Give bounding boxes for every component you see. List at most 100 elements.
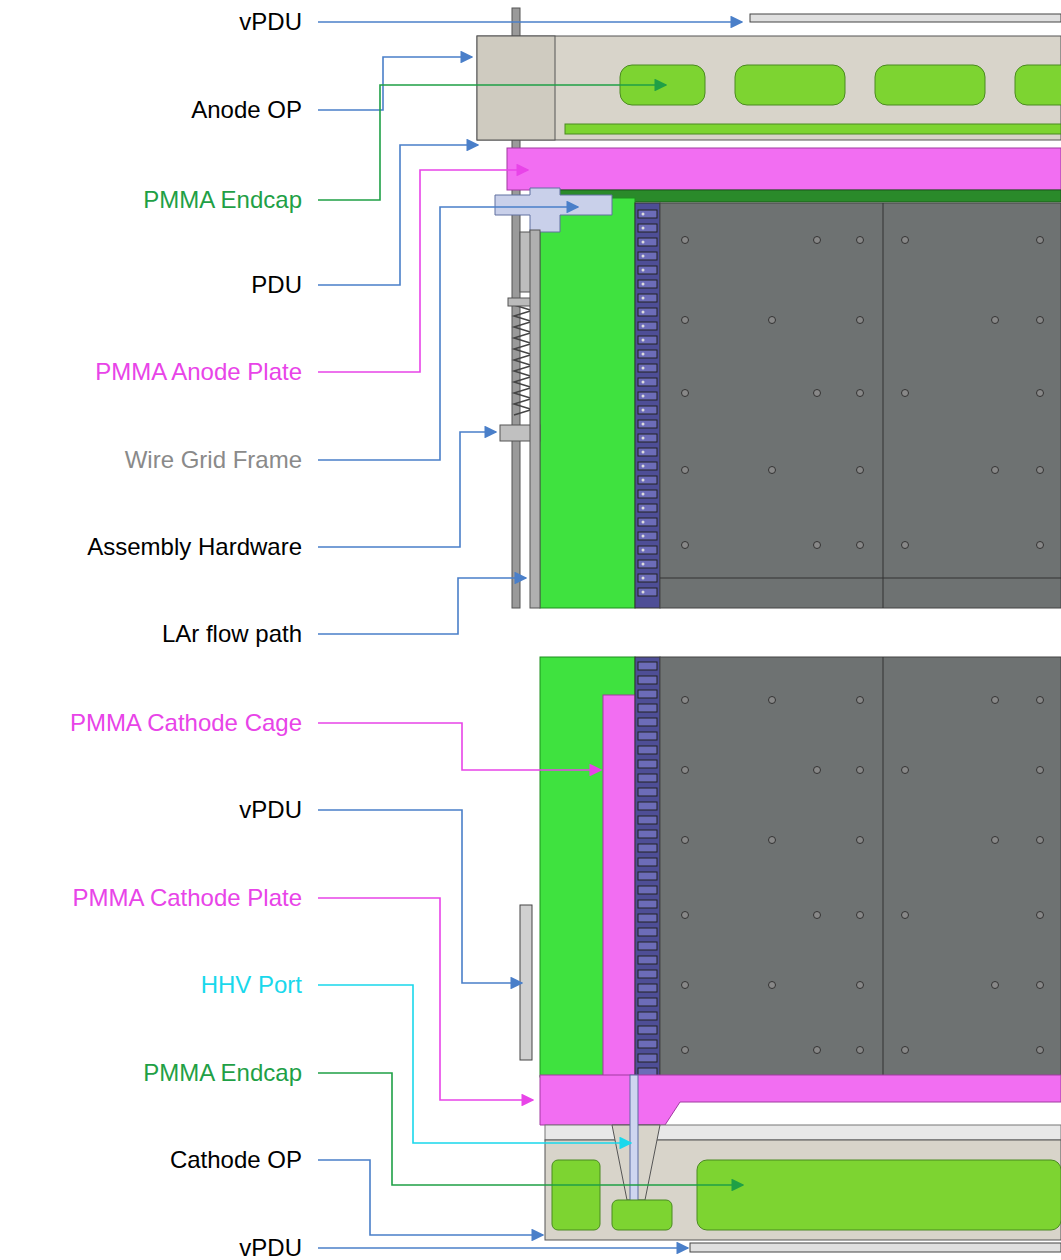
part-shape <box>638 434 657 442</box>
part-shape <box>638 1040 657 1048</box>
part-shape <box>638 336 657 344</box>
part-shape <box>638 928 657 936</box>
part-shape <box>638 210 657 218</box>
part-shape <box>638 998 657 1006</box>
screw <box>814 912 821 919</box>
leader-line <box>318 1073 743 1185</box>
part-shape <box>638 280 657 288</box>
pin-dot <box>642 325 645 328</box>
part-shape <box>638 676 657 684</box>
screw <box>857 837 864 844</box>
part-shape <box>638 718 657 726</box>
part-shape <box>638 294 657 302</box>
screw <box>769 467 776 474</box>
screw <box>857 237 864 244</box>
pin-dot <box>642 367 645 370</box>
part-shape <box>638 1012 657 1020</box>
part-shape <box>540 657 635 1077</box>
pin-dot <box>642 437 645 440</box>
part-shape <box>638 662 657 670</box>
leader-line <box>318 810 522 983</box>
part-shape <box>638 560 657 568</box>
screw <box>1037 467 1044 474</box>
pin-dot <box>642 479 645 482</box>
part-shape <box>638 774 657 782</box>
screw <box>992 317 999 324</box>
part-label: PMMA Endcap <box>0 186 302 214</box>
part-shape <box>638 802 657 810</box>
part-label: HHV Port <box>0 971 302 999</box>
part-shape <box>638 830 657 838</box>
part-label: PMMA Anode Plate <box>0 358 302 386</box>
pin-dot <box>642 381 645 384</box>
part-shape <box>660 203 1061 608</box>
screw <box>857 697 864 704</box>
leader-line <box>318 85 666 200</box>
screw <box>682 542 689 549</box>
panel-seam <box>883 657 884 1077</box>
screw <box>814 767 821 774</box>
screw <box>814 237 821 244</box>
part-shape <box>638 532 657 540</box>
leader-line <box>318 57 472 110</box>
part-shape <box>638 760 657 768</box>
screw <box>814 390 821 397</box>
part-shape <box>507 148 1061 190</box>
screw <box>857 1047 864 1054</box>
part-shape <box>735 65 845 105</box>
leader-line <box>318 723 601 770</box>
screw <box>857 467 864 474</box>
part-shape <box>638 420 657 428</box>
pin-dot <box>642 493 645 496</box>
screw <box>1037 317 1044 324</box>
pin-dot <box>642 521 645 524</box>
part-shape <box>638 1054 657 1062</box>
pin-dot <box>642 591 645 594</box>
pin-dot <box>642 507 645 510</box>
screw <box>1037 237 1044 244</box>
part-shape <box>638 476 657 484</box>
screw <box>769 317 776 324</box>
pin-dot <box>642 213 645 216</box>
pin-dot <box>642 451 645 454</box>
part-shape <box>638 490 657 498</box>
part-shape <box>477 36 555 140</box>
part-shape <box>638 252 657 260</box>
part-shape <box>638 518 657 526</box>
part-shape <box>638 588 657 596</box>
screw <box>902 912 909 919</box>
leader-line <box>318 170 528 372</box>
part-shape <box>638 266 657 274</box>
screw <box>1037 390 1044 397</box>
pin-dot <box>642 395 645 398</box>
screw <box>682 467 689 474</box>
pin-dot <box>642 227 645 230</box>
pin-dot <box>642 465 645 468</box>
screw <box>1037 542 1044 549</box>
part-shape <box>603 695 635 1077</box>
screw <box>682 982 689 989</box>
part-shape <box>530 230 540 608</box>
part-label: vPDU <box>0 8 302 36</box>
screw <box>902 390 909 397</box>
part-shape <box>540 198 635 608</box>
screw <box>682 697 689 704</box>
part-shape <box>638 984 657 992</box>
part-shape <box>638 224 657 232</box>
part-shape <box>638 504 657 512</box>
part-shape <box>638 914 657 922</box>
part-shape <box>638 574 657 582</box>
part-shape <box>660 657 1061 1077</box>
pin-dot <box>642 563 645 566</box>
screw <box>902 542 909 549</box>
part-label: vPDU <box>0 1234 302 1260</box>
part-shape <box>638 462 657 470</box>
part-shape <box>638 1026 657 1034</box>
part-shape <box>540 1075 1061 1125</box>
part-shape <box>750 14 1061 22</box>
part-shape <box>638 900 657 908</box>
part-shape <box>638 970 657 978</box>
screw <box>814 1047 821 1054</box>
leader-line <box>318 898 533 1100</box>
screw <box>1037 837 1044 844</box>
